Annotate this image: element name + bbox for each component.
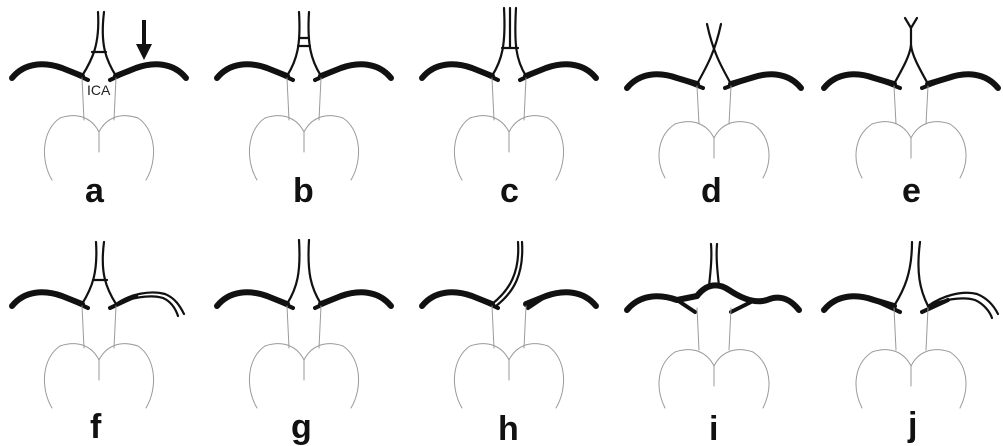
panel-a: ICA a — [9, 10, 189, 210]
panel-h: h — [419, 240, 599, 446]
panel-letter-c: c — [500, 172, 519, 210]
panel-letter-e: e — [902, 172, 921, 210]
panel-j: j — [821, 240, 1000, 444]
panel-letter-f: f — [90, 408, 102, 446]
arrow-head-icon — [136, 44, 152, 60]
panel-letter-a: a — [85, 172, 105, 210]
panel-g: g — [214, 238, 394, 446]
panel-c: c — [419, 6, 599, 210]
panel-b: b — [214, 10, 394, 210]
panel-d: d — [624, 22, 804, 210]
panel-i: i — [624, 242, 802, 446]
panel-letter-j: j — [907, 406, 917, 444]
panel-letter-b: b — [293, 172, 314, 210]
panel-f: f — [9, 240, 186, 446]
panel-letter-i: i — [709, 410, 718, 446]
panel-e: e — [821, 16, 1001, 210]
panel-letter-h: h — [498, 410, 519, 446]
panel-letter-d: d — [701, 172, 722, 210]
panel-letter-g: g — [291, 408, 312, 446]
ica-label: ICA — [87, 82, 111, 98]
